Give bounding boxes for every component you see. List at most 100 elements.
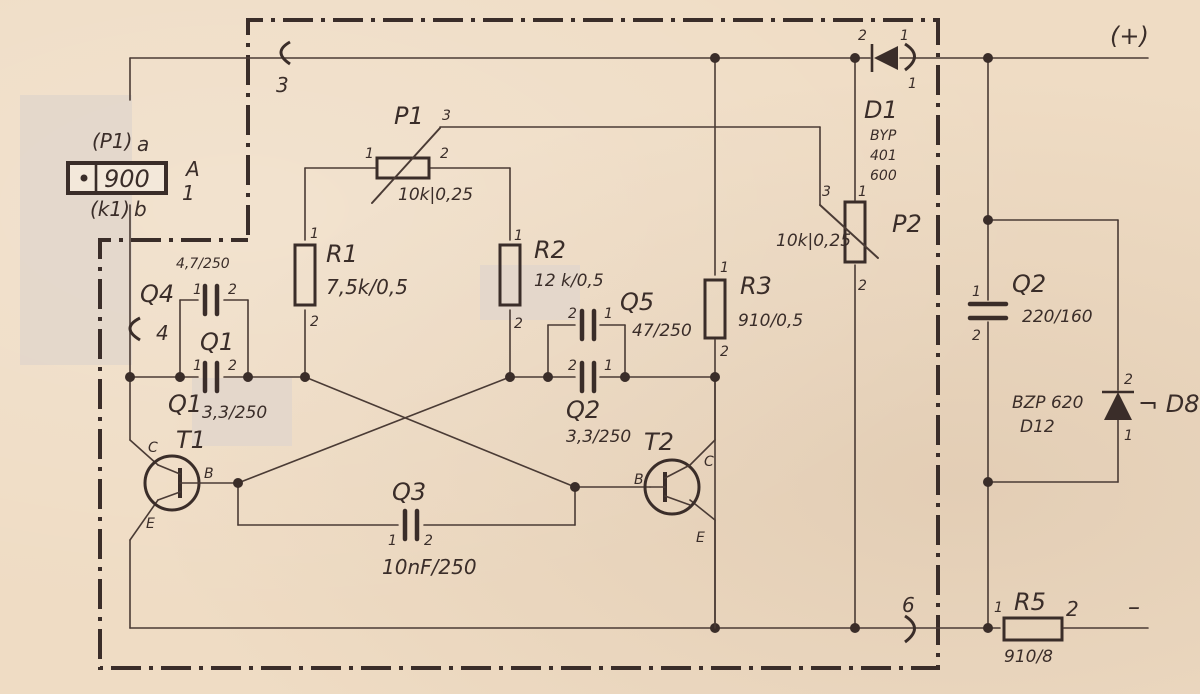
q5-name: Q5 [620, 288, 654, 316]
transistor-t2 [643, 439, 716, 629]
q1-name-secondary: Q1 [168, 390, 202, 418]
plus-label: (+) [1110, 22, 1149, 50]
d1-pin-extra: 1 [908, 76, 917, 92]
q3-pin1: 1 [388, 533, 397, 549]
r1-pin1: 1 [310, 226, 319, 242]
capacitor-q2 [579, 360, 597, 394]
t1-name: T1 [176, 426, 206, 454]
q4-name: Q4 [140, 280, 174, 308]
d8-line2: D12 [1020, 417, 1055, 437]
q5-pin2: 1 [604, 306, 613, 322]
t1-e: E [146, 516, 155, 532]
capacitor-q3 [402, 508, 420, 542]
r1-value: 7,5k/0,5 [326, 275, 408, 299]
p1-pin3: 3 [442, 108, 451, 124]
q2-big-pin2: 2 [972, 328, 981, 344]
terminal-value: 900 [104, 165, 150, 193]
p1-pin2: 2 [440, 146, 449, 162]
p2-pin3: 3 [822, 184, 831, 200]
resistor-r2 [498, 243, 522, 307]
resistor-r1 [293, 243, 317, 307]
t2-b: B [634, 472, 644, 488]
terminal-b-label: b [134, 197, 147, 221]
d1-name: D1 [864, 96, 898, 124]
q2-value: 3,3/250 [566, 427, 631, 447]
r3-pin1: 1 [720, 260, 729, 276]
r5-pin2: 2 [1066, 597, 1079, 621]
connector-3-label: 3 [276, 73, 289, 97]
q2-name: Q2 [566, 396, 600, 424]
connector-4-symbol [128, 316, 141, 342]
r5-name: R5 [1014, 588, 1046, 616]
d1-pin1: 1 [900, 28, 909, 44]
q1-value: 3,3/250 [202, 403, 267, 423]
terminal-A-label: A [184, 157, 200, 181]
potentiometer-p1 [371, 127, 441, 204]
tape-patch-q1 [192, 378, 292, 446]
q2-big-pin1: 1 [972, 284, 981, 300]
t2-name: T2 [644, 428, 674, 456]
q5-value: 47/250 [632, 321, 692, 341]
r2-name: R2 [534, 236, 566, 264]
terminal-k1-label: (k1) [90, 197, 130, 221]
module-outline [98, 18, 940, 670]
t1-c: C [148, 440, 158, 456]
connector-4-label: 4 [156, 321, 169, 345]
t2-c: C [704, 454, 714, 470]
connector-6-symbol [904, 614, 916, 644]
p1-pin1: 1 [365, 146, 374, 162]
connector-3-symbol [279, 40, 291, 66]
q2-pin2: 1 [604, 358, 613, 374]
r1-pin2: 2 [310, 314, 319, 330]
tape-patch-r2 [480, 265, 580, 320]
d8-pin2: 2 [1124, 372, 1133, 388]
potentiometer-p2 [819, 200, 879, 264]
q5-pin1: 2 [568, 306, 577, 322]
r3-value: 910/0,5 [738, 311, 803, 331]
wires [129, 57, 1149, 629]
p1-value: 10k|0,25 [398, 185, 473, 205]
q4-pin2: 2 [228, 282, 237, 298]
capacitor-q2-electrolytic [967, 301, 1009, 321]
r2-pin2: 2 [514, 316, 523, 332]
d1-line1: BYP [870, 128, 897, 144]
r5-pin1: 1 [994, 600, 1003, 616]
resistor-r3 [703, 278, 727, 340]
p2-value: 10k|0,25 [776, 231, 851, 251]
r3-pin2: 2 [720, 344, 729, 360]
d8-pin1: 1 [1124, 428, 1133, 444]
capacitor-q5 [579, 308, 597, 342]
terminal-p1-label: (P1) [92, 129, 132, 153]
resistor-r5 [1002, 616, 1064, 642]
d1-pin2: 2 [858, 28, 867, 44]
terminal-1-label: 1 [182, 181, 195, 205]
transistor-t1 [143, 454, 201, 512]
d8-line1: BZP 620 [1012, 393, 1083, 413]
q3-name: Q3 [392, 478, 426, 506]
junction-dots [125, 53, 993, 633]
d1-line3: 600 [870, 168, 897, 184]
q1-name: Q1 [200, 328, 234, 356]
p2-name: P2 [892, 210, 922, 238]
zener-diode-d8 [1102, 390, 1134, 420]
minus-label: – [1128, 593, 1140, 621]
p2-pin2: 2 [858, 278, 867, 294]
d1-line2: 401 [870, 148, 897, 164]
q4-pin1: 1 [193, 282, 202, 298]
r2-value: 12 k/0,5 [534, 271, 604, 291]
t1-b: B [204, 466, 214, 482]
tape-patch-left [20, 95, 132, 365]
terminal-a-label: a [137, 132, 149, 156]
d8-name: ¬ D8 [1138, 390, 1200, 418]
connector-d1-symbol [904, 42, 916, 72]
p2-pin1: 1 [858, 184, 867, 200]
q2-big-value: 220/160 [1022, 307, 1093, 327]
q3-pin2: 2 [424, 533, 433, 549]
diode-d1 [870, 44, 898, 72]
r1-name: R1 [326, 240, 358, 268]
q3-value: 10nF/250 [382, 555, 477, 579]
terminal-block [66, 161, 168, 195]
capacitor-q4 [202, 283, 220, 317]
